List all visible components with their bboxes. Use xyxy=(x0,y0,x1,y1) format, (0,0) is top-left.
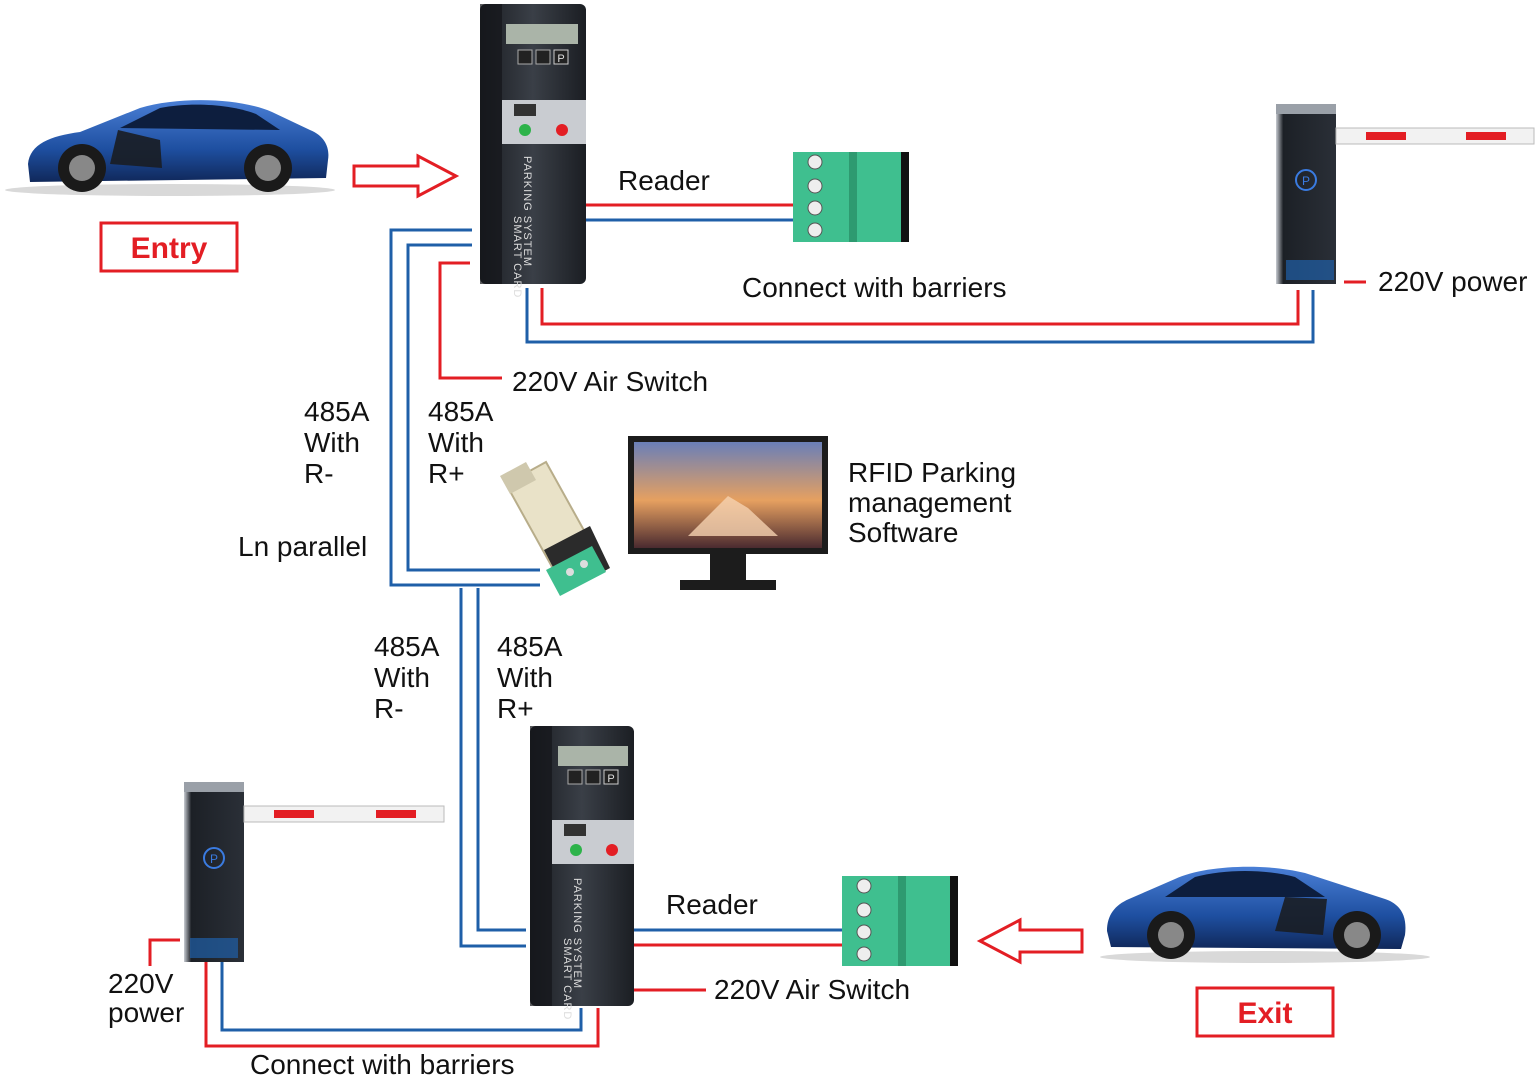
kiosk-text: PARKING SYSTEM xyxy=(521,156,533,267)
text-line: management xyxy=(848,487,1012,518)
kiosk-logo: P xyxy=(607,773,614,785)
bus-r-plus-bottom xyxy=(476,588,526,932)
exit-arrow-icon xyxy=(976,917,1084,965)
text-line: R- xyxy=(304,458,334,489)
kiosk-logo: P xyxy=(557,53,564,65)
barrier-logo: P xyxy=(1302,174,1310,188)
bus-r-minus-top xyxy=(389,228,540,587)
barrier-wire-red-top xyxy=(540,288,1300,326)
r-plus-label-top: 485A With R+ xyxy=(428,396,494,489)
monitor-icon xyxy=(628,436,828,590)
text-line: power xyxy=(108,997,184,1028)
bus-r-plus-top xyxy=(406,243,540,572)
text-line: With xyxy=(374,662,430,693)
air-switch-label-top: 220V Air Switch xyxy=(512,366,708,397)
converter-icon xyxy=(500,460,610,596)
text-line: 485A xyxy=(304,396,370,427)
text-line: R+ xyxy=(497,693,534,724)
text-line: 220V xyxy=(108,968,174,999)
power-label-top-right: 220V power xyxy=(1378,266,1527,297)
car-icon xyxy=(5,100,335,196)
kiosk-text: PARKING SYSTEM xyxy=(571,878,583,989)
kiosk-subtext: SMART CARD xyxy=(511,216,523,298)
kiosk-icon: P PARKING SYSTEM SMART CARD xyxy=(530,726,634,1020)
barrier-logo: P xyxy=(210,852,218,866)
r-plus-label-bottom: 485A With R+ xyxy=(497,631,563,724)
barrier-gate-icon: P xyxy=(184,782,445,962)
text-line: With xyxy=(497,662,553,693)
ln-parallel-label: Ln parallel xyxy=(238,531,367,562)
barrier-wire-red-bottom xyxy=(204,962,600,1048)
software-label: RFID Parking management Software xyxy=(848,457,1016,548)
entry-label: Entry xyxy=(131,232,208,265)
air-switch-label-bottom: 220V Air Switch xyxy=(714,974,910,1005)
kiosk-subtext: SMART CARD xyxy=(561,938,573,1020)
barrier-wire-blue-top xyxy=(525,288,1315,344)
text-line: R- xyxy=(374,693,404,724)
barrier-gate-icon: P xyxy=(1276,104,1535,284)
entry-arrow-icon xyxy=(352,153,460,199)
connect-barriers-label-top: Connect with barriers xyxy=(742,272,1007,303)
terminal-block-icon xyxy=(842,876,958,966)
reader-label-bottom: Reader xyxy=(666,889,758,920)
wires xyxy=(148,203,1366,1048)
barrier-wire-blue-bottom xyxy=(220,962,583,1032)
text-line: With xyxy=(304,427,360,458)
kiosk-icon: P PARKING SYSTEM SMART CARD xyxy=(480,4,586,298)
text-line: 485A xyxy=(497,631,563,662)
air-switch-wire-top xyxy=(438,261,502,380)
text-line: R+ xyxy=(428,458,465,489)
car-icon xyxy=(1100,866,1430,963)
terminal-block-icon xyxy=(793,152,909,242)
text-line: Software xyxy=(848,517,959,548)
exit-label-box: Exit xyxy=(1195,986,1335,1038)
connect-barriers-label-bottom: Connect with barriers xyxy=(250,1049,515,1078)
exit-label: Exit xyxy=(1237,997,1292,1030)
power-tick-bottom-left xyxy=(148,938,180,966)
entry-label-box: Entry xyxy=(99,221,239,273)
reader-label-top: Reader xyxy=(618,165,710,196)
r-minus-label-bottom: 485A With R- xyxy=(374,631,440,724)
text-line: With xyxy=(428,427,484,458)
text-line: 485A xyxy=(428,396,494,427)
text-line: RFID Parking xyxy=(848,457,1016,488)
r-minus-label-top: 485A With R- xyxy=(304,396,370,489)
power-label-bottom-left: 220V power xyxy=(108,968,184,1028)
text-line: 485A xyxy=(374,631,440,662)
bus-r-minus-bottom xyxy=(459,588,526,948)
